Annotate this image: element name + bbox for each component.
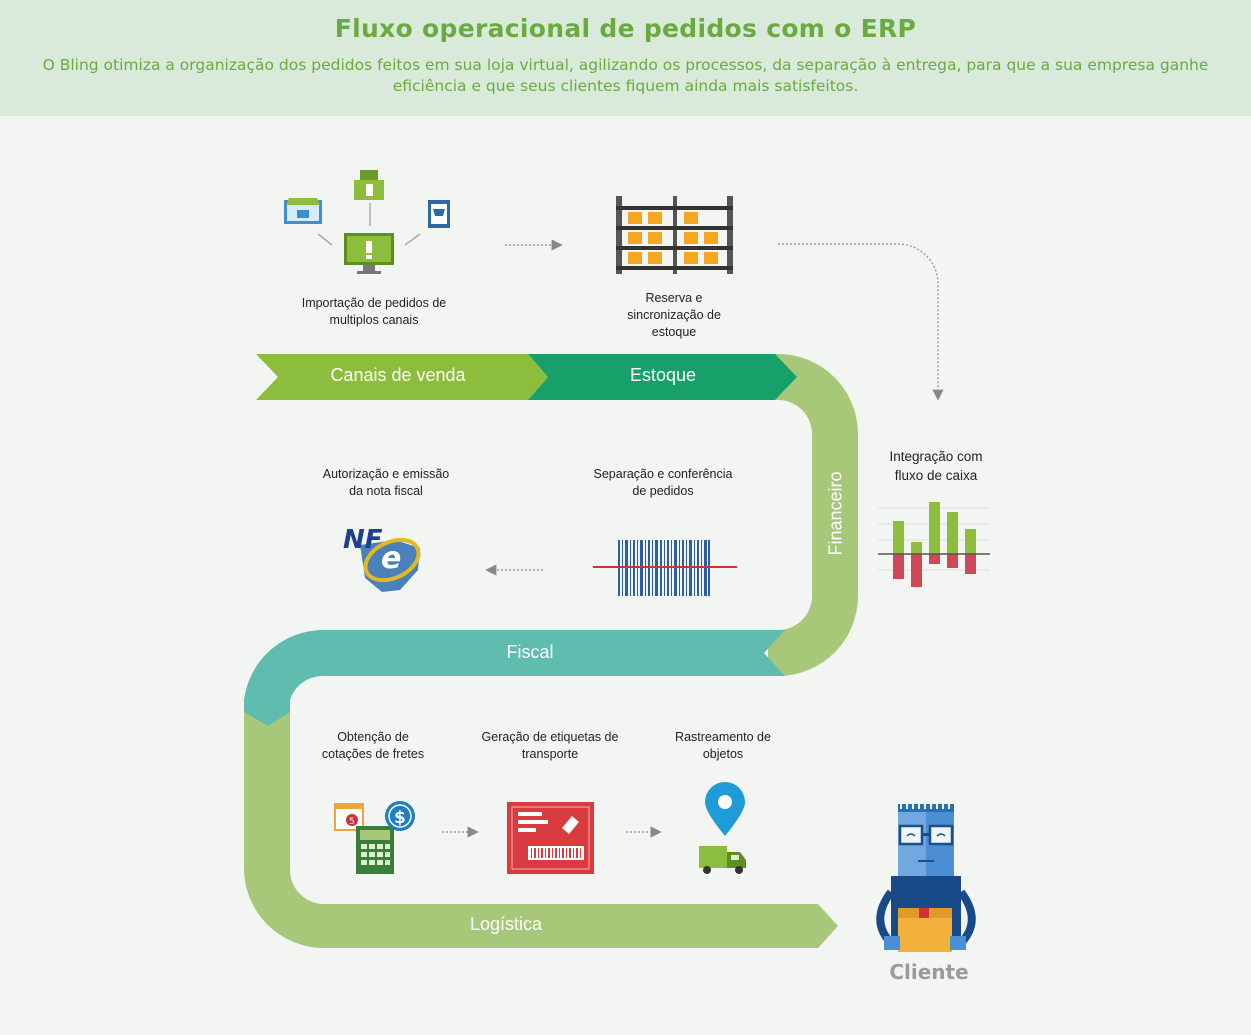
- warehouse-shelf-icon: [616, 196, 733, 274]
- nfe-logo-text: NF: [343, 525, 383, 555]
- nfe-logo-letter: e: [381, 541, 401, 576]
- client-character-icon: [876, 804, 976, 952]
- band-fiscal: [244, 629, 785, 726]
- page-subtitle: O Bling otimiza a organização dos pedido…: [42, 56, 1209, 95]
- band-canais: [256, 354, 548, 400]
- barcode-icon: [593, 540, 737, 596]
- band-logistica: [244, 700, 838, 948]
- shipping-label-icon: [507, 802, 594, 874]
- stage-financeiro-label: Financeiro: [825, 471, 846, 556]
- nfe-logo-icon: NF e: [343, 525, 421, 592]
- step-etiquetas-label: Geração de etiquetas de transporte: [481, 730, 619, 761]
- step-rastreamento-label: Rastreamento de objetos: [675, 730, 771, 761]
- stage-logistica-label: Logística: [469, 914, 543, 934]
- coin-symbol: $: [394, 808, 406, 828]
- calendar-day: 5: [349, 817, 355, 827]
- band-estoque: [528, 354, 797, 400]
- step-separacao-label: Separação e conferência de pedidos: [593, 467, 733, 498]
- freight-quote-icon: 5 $: [334, 801, 415, 874]
- tracking-icon: [699, 782, 746, 874]
- stage-estoque-label: Estoque: [629, 365, 697, 385]
- page-title: Fluxo operacional de pedidos com o ERP: [334, 14, 917, 43]
- step-integracao-label: Integração com fluxo de caixa: [889, 449, 983, 483]
- step-autorizacao-label: Autorização e emissão da nota fiscal: [322, 467, 450, 498]
- step-cotacoes-label: Obtenção de cotações de fretes: [321, 730, 425, 761]
- stage-fiscal-label: Fiscal: [506, 642, 554, 662]
- header: Fluxo operacional de pedidos com o ERP O…: [0, 0, 1251, 116]
- sales-channels-icon: [284, 170, 450, 274]
- step-reserva-label: Reserva e sincronização de estoque: [627, 291, 721, 339]
- stage-canais-label: Canais de venda: [330, 365, 466, 385]
- step-importacao-label: Importação de pedidos de multiplos canai…: [301, 296, 447, 327]
- client-label: Cliente: [889, 960, 969, 984]
- band-financeiro: [768, 354, 858, 676]
- cash-flow-chart-icon: [878, 502, 990, 587]
